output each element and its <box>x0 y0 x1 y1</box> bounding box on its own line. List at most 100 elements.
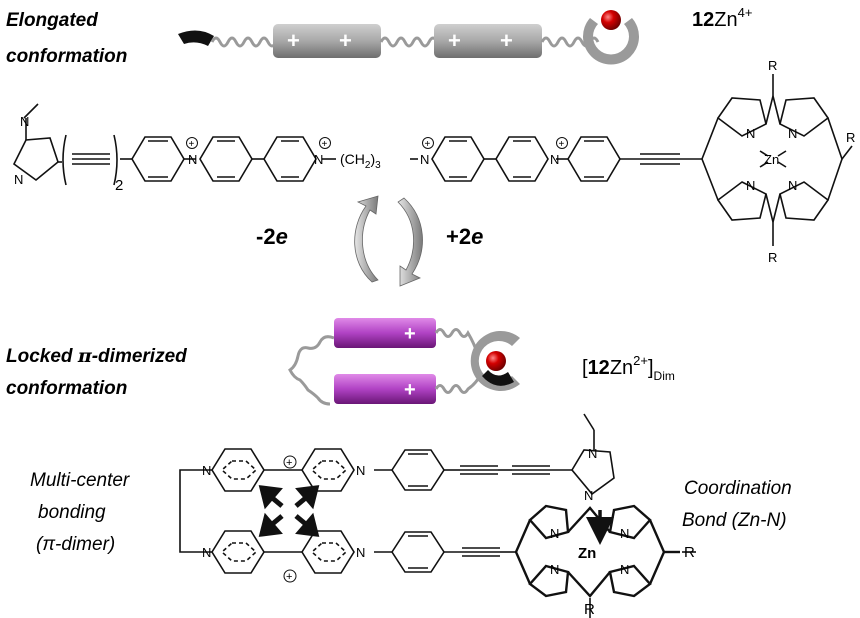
porphyrin-R: R <box>768 58 777 73</box>
plus-sign: + <box>500 28 513 53</box>
bottom-molecule <box>179 413 696 618</box>
compound-label-dimer: [12Zn2+]Dim <box>582 353 675 383</box>
pyridinium-ring <box>211 530 265 574</box>
pyridinium-N: N <box>188 152 197 167</box>
imidazole-N: N <box>584 488 593 503</box>
charge-circle <box>556 137 568 149</box>
pyridinium-N: N <box>202 463 211 478</box>
repeat-subscript: 2 <box>115 177 123 194</box>
charge-circle <box>319 137 331 149</box>
plus-sign: + <box>404 323 416 345</box>
right-paren <box>113 134 118 186</box>
pyridinium-ring <box>211 448 265 492</box>
coordination-line2: Bond (Zn-N) <box>682 510 787 531</box>
pyridinium-N: N <box>356 545 365 560</box>
charge-plus: + <box>286 457 292 469</box>
porphyrin-N: N <box>550 562 559 577</box>
plus-sign: + <box>287 28 300 53</box>
plus-sign: + <box>404 379 416 401</box>
benzene-ring <box>391 531 445 573</box>
charge-circle <box>283 455 297 469</box>
top-block-plus-signs: + + + + <box>287 28 513 53</box>
porphyrin-bottom <box>514 504 680 598</box>
imidazole-N: N <box>14 172 23 187</box>
porphyrin-N: N <box>746 178 755 193</box>
spring-1 <box>210 36 278 48</box>
black-end-cap <box>178 30 214 46</box>
multicenter-arrows <box>258 485 320 537</box>
pyridinium-ring <box>301 448 355 492</box>
pyridinium-ring <box>495 136 549 182</box>
charge-plus: + <box>286 571 292 583</box>
black-cap-middle <box>482 370 514 386</box>
dimer-label-line1: Locked π-dimerized <box>6 345 187 367</box>
multicenter-line2: bonding <box>38 502 106 523</box>
porphyrin-R: R <box>768 250 777 265</box>
benzene-ring <box>391 449 445 491</box>
middle-block-plus-signs: + + <box>404 323 416 401</box>
porphyrin-N: N <box>620 526 629 541</box>
pyridinium-N: N <box>550 152 559 167</box>
elongated-label-line1: Elongated <box>6 10 98 31</box>
dimer-label-line2: conformation <box>6 378 127 399</box>
pyridinium-N: N <box>420 152 429 167</box>
alkyl-tether <box>179 469 212 553</box>
pyridinium-ring <box>431 136 485 182</box>
porphyrin-R: R <box>684 544 695 561</box>
imidazole-N: N <box>20 114 29 129</box>
spring-lower <box>434 378 480 394</box>
red-ball <box>601 10 621 30</box>
methyl-bond <box>23 103 39 119</box>
elongated-cartoon <box>178 10 639 65</box>
plus-sign: + <box>339 28 352 53</box>
multicenter-line1: Multi-center <box>30 470 130 491</box>
gray-cup <box>583 18 639 65</box>
porphyrin-R: R <box>584 601 595 618</box>
oxidation-label: -2e <box>256 224 288 249</box>
porphyrin-N: N <box>620 562 629 577</box>
porphyrin-N: N <box>788 178 797 193</box>
charge-plus: + <box>189 139 195 150</box>
red-ball-middle <box>486 351 506 371</box>
multicenter-line3: (π-dimer) <box>36 534 115 555</box>
charge-plus: + <box>559 139 565 150</box>
reduction-label: +2e <box>446 224 483 249</box>
bottom-atom-labels: N N N N + + N N N N N N Zn R R <box>202 446 695 618</box>
propyl-linker: (CH2)3 <box>340 151 381 171</box>
imidazole-ring <box>12 137 59 182</box>
oxidation-arrow <box>354 195 379 283</box>
pyridinium-ring <box>263 136 317 182</box>
purple-block-1 <box>334 318 436 348</box>
gray-block-1 <box>273 24 381 58</box>
gray-block-2 <box>434 24 542 58</box>
plus-sign: + <box>448 28 461 53</box>
imidazole-ring-bottom <box>571 449 615 496</box>
compound-label-top: 12Zn4+ <box>692 5 752 31</box>
charge-plus: + <box>322 139 328 150</box>
reduction-arrow <box>397 197 423 287</box>
dimer-cartoon <box>288 318 520 406</box>
coordination-line1: Coordination <box>684 478 792 499</box>
charge-circle <box>422 137 434 149</box>
benzene-ring <box>567 136 621 182</box>
benzene-ring <box>131 136 185 182</box>
charge-plus: + <box>425 139 431 150</box>
zinc-label-bottom: Zn <box>578 545 596 562</box>
zinc-label: Zn <box>764 152 779 167</box>
charge-circle <box>283 569 297 583</box>
redox-arrows <box>354 195 423 287</box>
porphyrin-N: N <box>550 526 559 541</box>
left-paren <box>62 134 67 186</box>
pyridinium-N: N <box>356 463 365 478</box>
spring-loop <box>288 335 335 406</box>
coordination-label: Coordination Bond (Zn-N) <box>682 478 792 531</box>
charge-circle <box>186 137 198 149</box>
imidazole-N: N <box>588 446 597 461</box>
porphyrin-N: N <box>746 126 755 141</box>
porphyrin-R: R <box>846 130 855 145</box>
porphyrin-top <box>701 74 853 246</box>
pyridinium-ring <box>301 530 355 574</box>
porphyrin-N: N <box>788 126 797 141</box>
top-atom-labels: N N 2 N + N + (CH2)3 N + N + Zn N N N N … <box>14 58 855 265</box>
